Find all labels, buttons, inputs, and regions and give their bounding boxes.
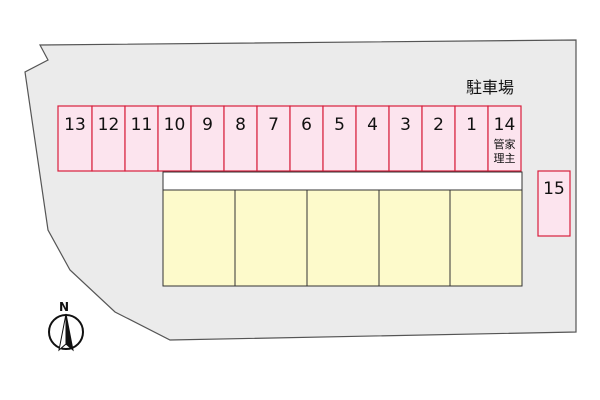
parking-space-11[interactable]: 11 <box>124 105 159 172</box>
space-outline <box>190 105 225 172</box>
parking-space-4[interactable]: 4 <box>355 105 390 172</box>
building <box>162 189 523 287</box>
manager-label-line2: 理主 <box>494 152 516 165</box>
space-number: 9 <box>202 115 213 135</box>
parking-space-3[interactable]: 3 <box>388 105 423 172</box>
space-number: 2 <box>433 115 444 135</box>
parking-lot-title: 駐車場 <box>466 78 514 97</box>
space-number: 15 <box>543 179 565 199</box>
parking-space-15[interactable]: 15 <box>537 170 571 237</box>
manager-label-line1: 管家 <box>494 137 516 151</box>
space-number: 12 <box>98 115 120 135</box>
north-arrow-icon <box>58 313 74 352</box>
space-outline <box>157 105 192 172</box>
space-number: 6 <box>301 115 312 135</box>
parking-space-12[interactable]: 12 <box>91 105 126 172</box>
space-outline <box>487 105 522 172</box>
space-outline <box>91 105 126 172</box>
space-number: 11 <box>131 115 153 135</box>
space-outline <box>421 105 456 172</box>
space-number: 5 <box>334 115 345 135</box>
building-unit <box>449 189 523 287</box>
parking-space-5[interactable]: 5 <box>322 105 357 172</box>
parking-space-10[interactable]: 10 <box>157 105 192 172</box>
building-unit <box>162 189 236 287</box>
parking-row: 13 12 11 10 9 8 <box>57 105 522 172</box>
space-outline <box>223 105 258 172</box>
space-outline <box>355 105 390 172</box>
parking-space-8[interactable]: 8 <box>223 105 258 172</box>
space-number: 13 <box>64 115 86 135</box>
space-number: 14 <box>494 115 516 135</box>
space-outline <box>256 105 291 172</box>
building-unit <box>306 189 380 287</box>
parking-space-13[interactable]: 13 <box>57 105 93 172</box>
parking-space-7[interactable]: 7 <box>256 105 291 172</box>
building-unit <box>378 189 451 287</box>
parking-space-6[interactable]: 6 <box>289 105 324 172</box>
parking-space-2[interactable]: 2 <box>421 105 456 172</box>
building-unit <box>234 189 308 287</box>
parking-space-9[interactable]: 9 <box>190 105 225 172</box>
parking-space-1[interactable]: 1 <box>454 105 489 172</box>
space-outline <box>537 170 571 237</box>
space-number: 10 <box>164 115 186 135</box>
north-letter: N <box>59 300 69 314</box>
walkway <box>162 171 523 191</box>
parking-space-14-manager[interactable]: 14 管家 理主 <box>487 105 522 172</box>
space-number: 4 <box>367 115 378 135</box>
space-number: 3 <box>400 115 411 135</box>
space-number: 8 <box>235 115 246 135</box>
space-outline <box>124 105 159 172</box>
space-number: 7 <box>268 115 279 135</box>
north-compass: N <box>48 300 84 352</box>
space-number: 1 <box>466 115 477 135</box>
